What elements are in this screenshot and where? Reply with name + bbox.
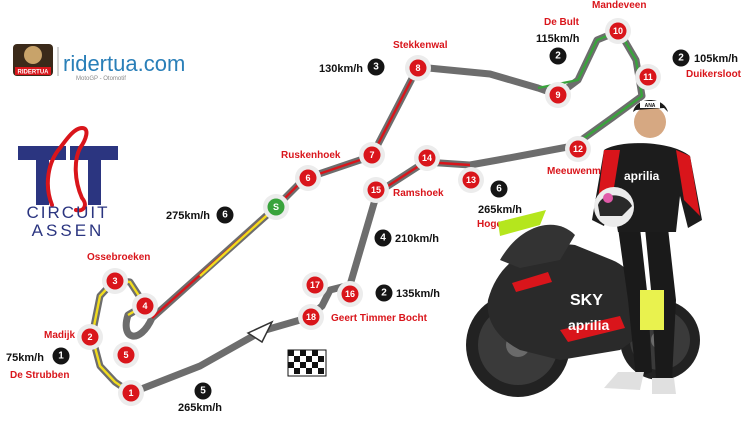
speed-value: 275km/h <box>166 210 210 222</box>
corner-number: 9 <box>555 90 560 100</box>
corner-number: 10 <box>613 26 623 36</box>
corner-number: 4 <box>142 301 147 311</box>
ridertua-logo: RIDERTUA ridertua.com MotoGP - Otomotif <box>13 44 185 82</box>
corner-number: 1 <box>128 388 133 398</box>
gear-number: 1 <box>58 351 64 362</box>
start-arrow-icon <box>246 320 274 344</box>
site-tagline: MotoGP - Otomotif <box>76 76 126 82</box>
corner-name-de-bult: De Bult <box>544 17 580 28</box>
corner-number: 15 <box>371 185 381 195</box>
corner-marker: 11 <box>635 64 661 90</box>
corner-marker-start: S <box>263 194 289 220</box>
bike-brand: aprilia <box>568 317 609 333</box>
speed-marker: 130km/h 3 <box>319 58 385 76</box>
speed-value: 265km/h <box>178 402 222 414</box>
corner-number: S <box>273 202 279 212</box>
bike-sponsor-sky: SKY <box>570 292 603 309</box>
corner-marker: 3 <box>102 268 128 294</box>
corner-number: 2 <box>87 332 92 342</box>
gear-number: 2 <box>678 53 684 64</box>
speed-value: 265km/h <box>478 204 522 216</box>
speed-marker: 115km/h 2 <box>536 33 580 65</box>
tt-assen-logo: CIRCUIT ASSEN <box>18 125 118 240</box>
corner-number: 17 <box>310 280 320 290</box>
corner-marker: 16 <box>337 281 363 307</box>
corner-number: 6 <box>305 173 310 183</box>
corner-number: 13 <box>466 175 476 185</box>
corner-name-madijk: Madijk <box>44 330 76 341</box>
corner-marker: 1 <box>118 380 144 406</box>
corner-marker: 12 <box>565 136 591 162</box>
corner-name-mandeveen: Mandeveen <box>592 0 646 11</box>
corner-name-ossebroeken: Ossebroeken <box>87 252 150 263</box>
corner-number: 7 <box>369 150 374 160</box>
corner-marker: 18 <box>298 304 324 330</box>
speed-value: 105km/h <box>694 53 738 65</box>
corner-name-ramshoek: Ramshoek <box>393 188 444 199</box>
sector-green <box>537 29 644 147</box>
speed-marker: 6 265km/h <box>478 180 522 216</box>
checkered-flag-icon <box>287 349 327 377</box>
speed-value: 130km/h <box>319 63 363 75</box>
assen-track-outline-icon <box>45 125 89 213</box>
gear-number: 3 <box>373 62 379 73</box>
corner-number: 3 <box>112 276 117 286</box>
gear-number: 4 <box>380 233 386 244</box>
gear-number: 6 <box>222 210 228 221</box>
rider-with-bike: SKY aprilia aprilia ANA <box>466 100 702 397</box>
corner-marker: 10 <box>605 18 631 44</box>
corner-markers: 1 2 3 4 5 S 6 7 8 9 10 11 12 13 14 15 16… <box>77 18 661 406</box>
corner-number: 12 <box>573 144 583 154</box>
circuit-logo-line1: CIRCUIT <box>27 203 110 222</box>
suit-sponsor: aprilia <box>624 169 660 183</box>
cap-badge: ANA <box>645 103 656 109</box>
speed-value: 210km/h <box>395 233 439 245</box>
corner-number: 16 <box>345 289 355 299</box>
speed-marker: 5 265km/h <box>178 382 222 414</box>
speed-value: 135km/h <box>396 288 440 300</box>
corner-name-stekkenwal: Stekkenwal <box>393 40 448 51</box>
corner-name-duikersloot: Duikersloot <box>686 69 742 80</box>
gear-number: 6 <box>496 184 502 195</box>
corner-name-de-strubben: De Strubben <box>10 370 69 381</box>
gear-number: 2 <box>381 288 387 299</box>
speed-marker: 75km/h 1 <box>6 347 70 365</box>
corner-marker: 5 <box>113 342 139 368</box>
gear-number: 2 <box>555 51 561 62</box>
corner-number: 8 <box>415 63 420 73</box>
corner-marker: 4 <box>132 293 158 319</box>
corner-marker: 15 <box>363 177 389 203</box>
corner-marker: 14 <box>414 145 440 171</box>
corner-marker: 9 <box>545 82 571 108</box>
corner-marker: 17 <box>302 272 328 298</box>
speed-marker: 2 105km/h <box>672 49 738 67</box>
corner-name-geert-timmer-bocht: Geert Timmer Bocht <box>331 313 428 324</box>
circuit-logo-line2: ASSEN <box>32 221 105 240</box>
corner-marker: 13 <box>458 167 484 193</box>
ridertua-badge-text: RIDERTUA <box>18 70 50 76</box>
corner-number: 14 <box>422 153 432 163</box>
corner-number: 5 <box>123 350 128 360</box>
corner-name-ruskenhoek: Ruskenhoek <box>281 150 341 161</box>
corner-marker: 7 <box>359 142 385 168</box>
corner-marker: 2 <box>77 324 103 350</box>
corner-marker: 8 <box>405 55 431 81</box>
corner-number: 11 <box>643 72 653 82</box>
corner-number: 18 <box>306 312 316 322</box>
rider-head <box>634 106 666 138</box>
speed-marker: 4 210km/h <box>374 229 439 247</box>
corner-marker: 6 <box>295 165 321 191</box>
speed-marker: 2 135km/h <box>375 284 440 302</box>
sector-yellow-2 <box>199 206 277 277</box>
corner-name-meeuwenmeer: Meeuwenmeer <box>547 166 616 177</box>
site-name: ridertua.com <box>63 51 185 76</box>
speed-value: 75km/h <box>6 352 44 364</box>
speed-marker: 275km/h 6 <box>166 206 234 224</box>
gear-number: 5 <box>200 386 206 397</box>
speed-value: 115km/h <box>536 33 580 45</box>
